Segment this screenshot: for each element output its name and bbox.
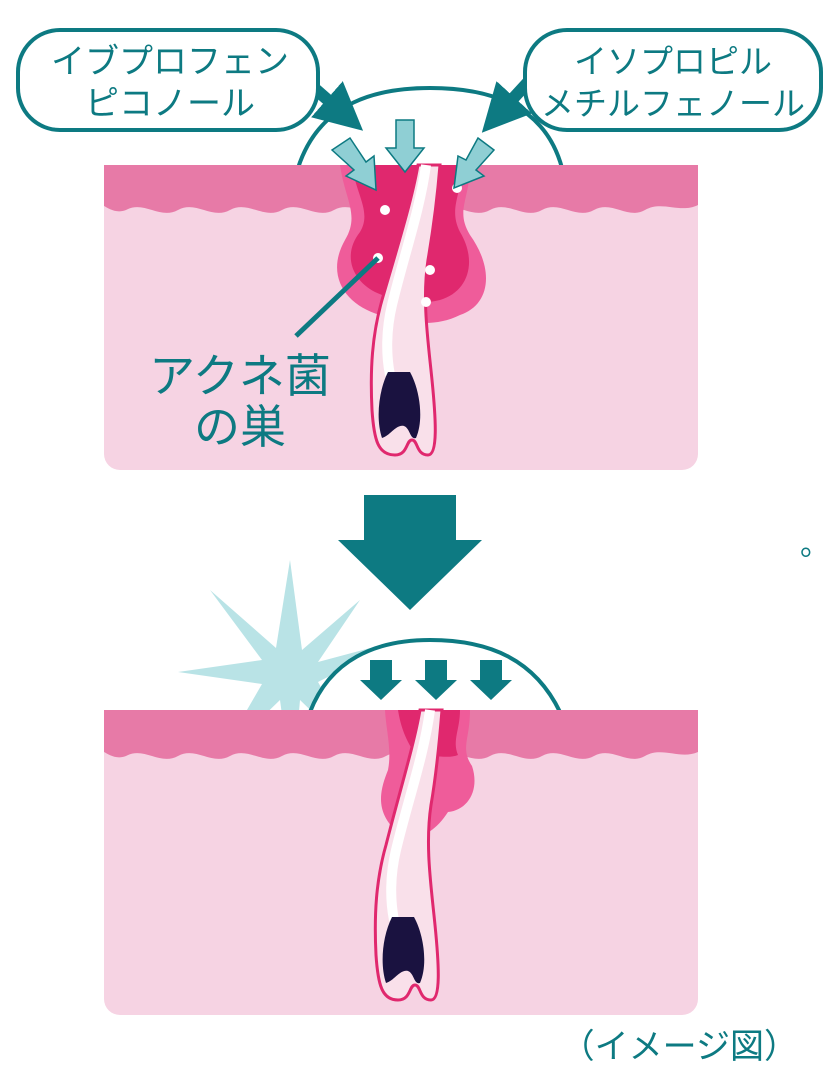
acne-nest-label-line-2: の巣 [194,400,286,454]
transition-arrow [338,495,482,610]
image-caption: （イメージ図） [561,1027,798,1065]
penetration-arrows-small [360,660,512,700]
right-callout: イソプロピル メチルフェノール [525,30,821,130]
margin-mark: 。 [800,528,827,563]
right-callout-line-2: メチルフェノール [541,84,805,123]
left-callout: イブプロフェン ピコノール [18,30,318,130]
left-callout-line-2: ピコノール [85,84,255,124]
bacteria-dot [421,297,431,307]
bacteria-dot [425,265,435,275]
skin-cross-section-after [104,560,698,1015]
right-callout-line-1: イソプロピル [574,42,772,81]
bacteria-dot [380,205,390,215]
left-callout-line-1: イブプロフェン [51,42,289,82]
acne-nest-label-line-1: アクネ菌 [149,349,331,403]
